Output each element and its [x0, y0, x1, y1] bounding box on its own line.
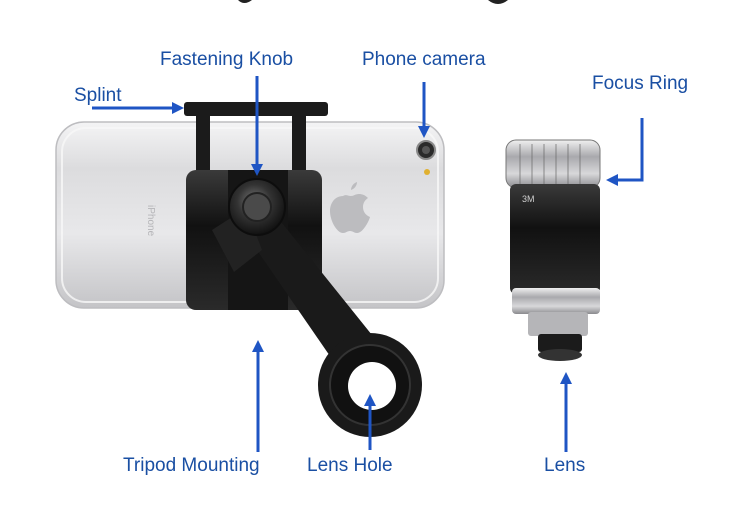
apple-logo — [330, 182, 370, 233]
label-fastening-knob: Fastening Knob — [160, 49, 294, 70]
label-lens: Lens — [544, 455, 586, 476]
label-focus-ring: Focus Ring — [592, 73, 689, 94]
fastening-knob — [228, 178, 286, 236]
top-edge-shadow — [488, 0, 508, 4]
label-lens-hole: Lens Hole — [307, 455, 393, 476]
arrow-heads — [172, 102, 618, 406]
phone-brand-text: iPhone — [145, 205, 156, 237]
lens-hole-ring — [318, 333, 422, 437]
zoom-marking: 3M — [522, 194, 535, 204]
label-splint: Splint — [74, 85, 122, 106]
flash-led — [424, 169, 430, 175]
lens-hole — [348, 362, 396, 410]
callout-arrows — [92, 76, 644, 452]
label-tripod-mounting: Tripod Mounting — [123, 455, 260, 476]
label-phone-camera: Phone camera — [362, 49, 486, 70]
top-edge-shadow — [238, 0, 252, 3]
telephoto-lens: 3M — [505, 139, 601, 361]
